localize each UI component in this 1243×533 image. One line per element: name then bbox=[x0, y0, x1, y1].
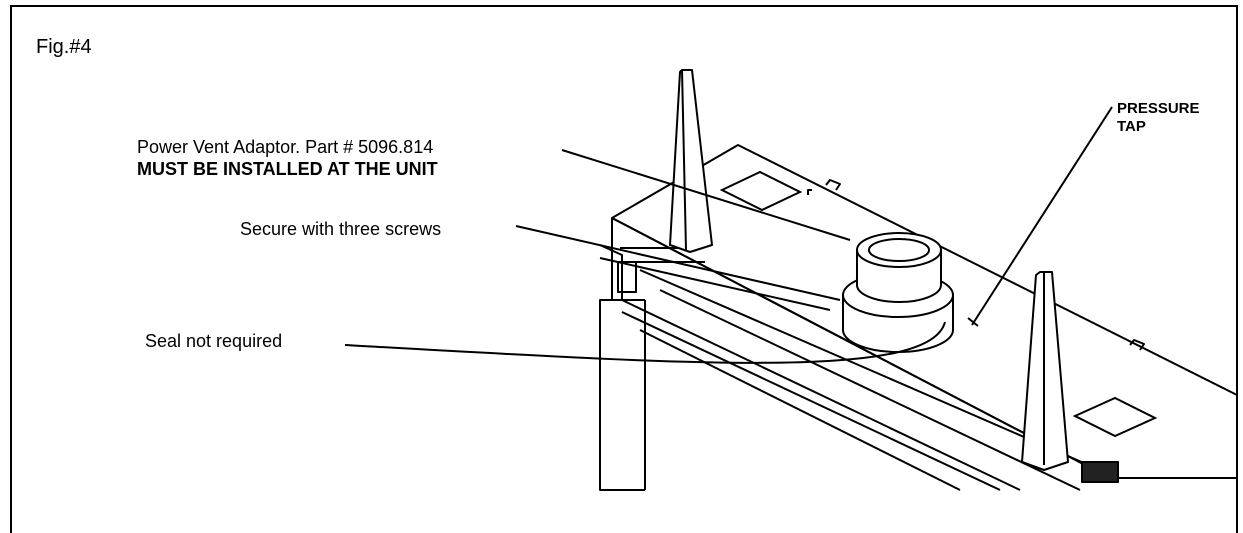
callout-pressure-tap-line1: PRESSURE bbox=[1117, 100, 1200, 117]
callout-power-vent-adaptor: Power Vent Adaptor. Part # 5096.814 MUST… bbox=[137, 136, 438, 180]
callout-pressure-tap: PRESSURE TAP bbox=[1117, 100, 1200, 136]
standoff-left bbox=[669, 69, 713, 253]
unit-front-face bbox=[599, 218, 645, 491]
leader-vent bbox=[561, 149, 851, 241]
top-opening-2 bbox=[1072, 396, 1158, 438]
figure-label: Fig.#4 bbox=[36, 36, 92, 58]
figure-border bbox=[10, 5, 1238, 533]
vent-adaptor bbox=[842, 232, 979, 353]
callout-secure-screws: Secure with three screws bbox=[240, 219, 442, 239]
callout-seal: Seal not required bbox=[145, 331, 283, 351]
leader-screws-2 bbox=[599, 257, 831, 311]
leader-seal bbox=[344, 321, 946, 364]
leader-tap bbox=[971, 106, 1113, 326]
callout-power-vent-part-text: Power Vent Adaptor. Part # 5096.814 bbox=[137, 137, 434, 157]
leader-screws bbox=[515, 225, 841, 301]
top-opening-1 bbox=[719, 170, 803, 212]
callout-pressure-tap-line2: TAP bbox=[1117, 118, 1146, 135]
callout-power-vent-warning: MUST BE INSTALLED AT THE UNIT bbox=[137, 159, 438, 179]
